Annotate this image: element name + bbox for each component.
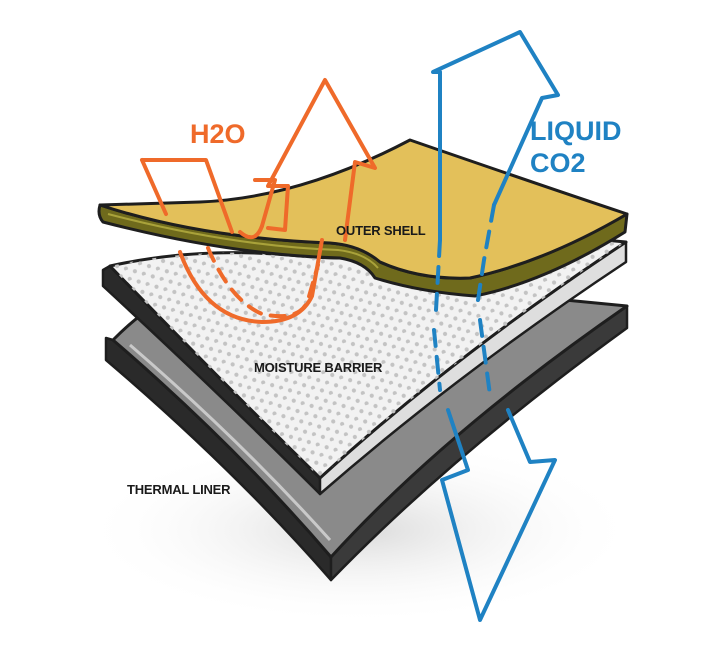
- thermal-liner-label: THERMAL LINER: [127, 482, 231, 497]
- h2o-label: H2O: [190, 119, 246, 149]
- co2-arrows: [431, 30, 560, 622]
- outer-shell-label: OUTER SHELL: [336, 223, 426, 238]
- moisture-barrier-label: MOISTURE BARRIER: [254, 360, 383, 375]
- co2-hidden-segments: [432, 203, 496, 397]
- arrow-up-icon: [431, 30, 560, 242]
- co2-label: CO2: [530, 148, 586, 178]
- arrow-up-icon: [178, 78, 377, 324]
- liquid-label: LIQUID: [530, 116, 622, 146]
- h2o-arrows: [140, 78, 377, 324]
- outer-shell-layer: [97, 138, 629, 298]
- h2o-arrow-left: [140, 158, 264, 240]
- outer-shell-top: [98, 138, 629, 280]
- arrow-down-icon: [440, 408, 557, 622]
- h2o-arrow-shaft: [253, 178, 277, 228]
